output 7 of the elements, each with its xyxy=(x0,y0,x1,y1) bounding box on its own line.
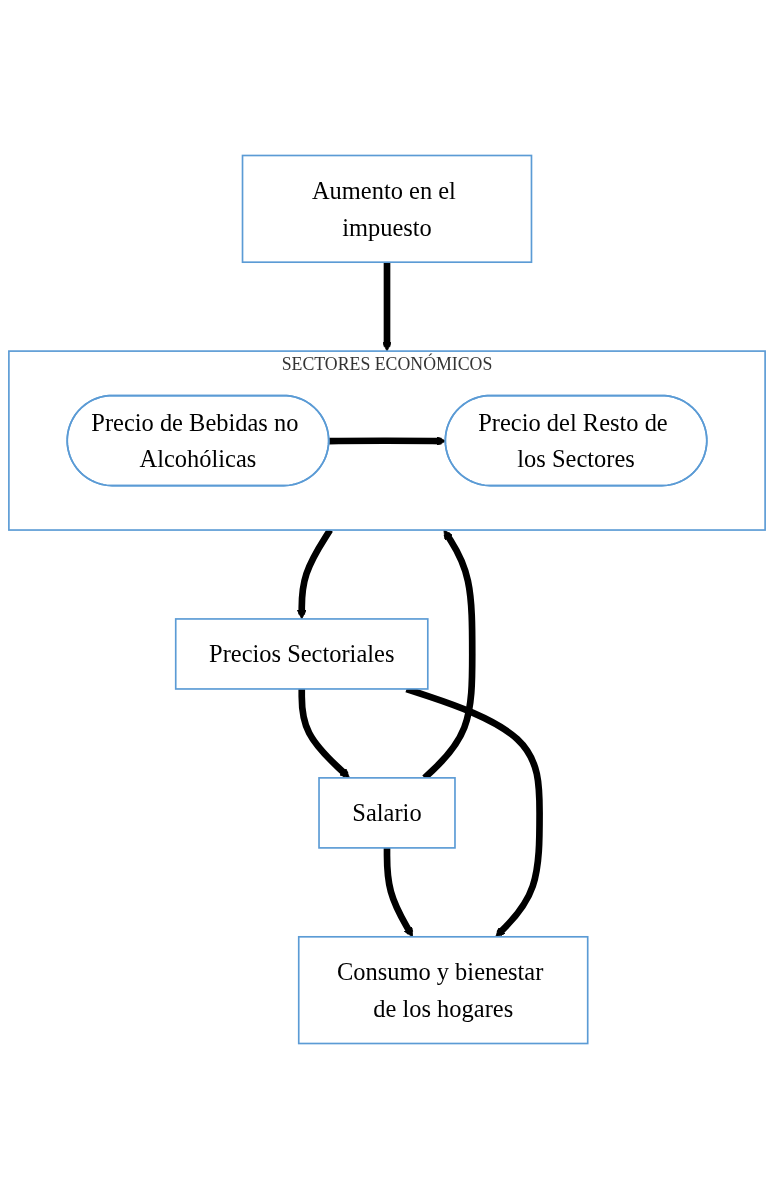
node-box: Salario xyxy=(318,777,456,849)
node-box: Consumo y bienestar de los hogares xyxy=(297,935,589,1045)
node-box: Aumento en el impuesto xyxy=(241,154,533,264)
arrow xyxy=(383,847,414,938)
node-box: Precios Sectoriales xyxy=(174,618,429,690)
arrow xyxy=(382,262,392,352)
arrow xyxy=(298,688,350,779)
